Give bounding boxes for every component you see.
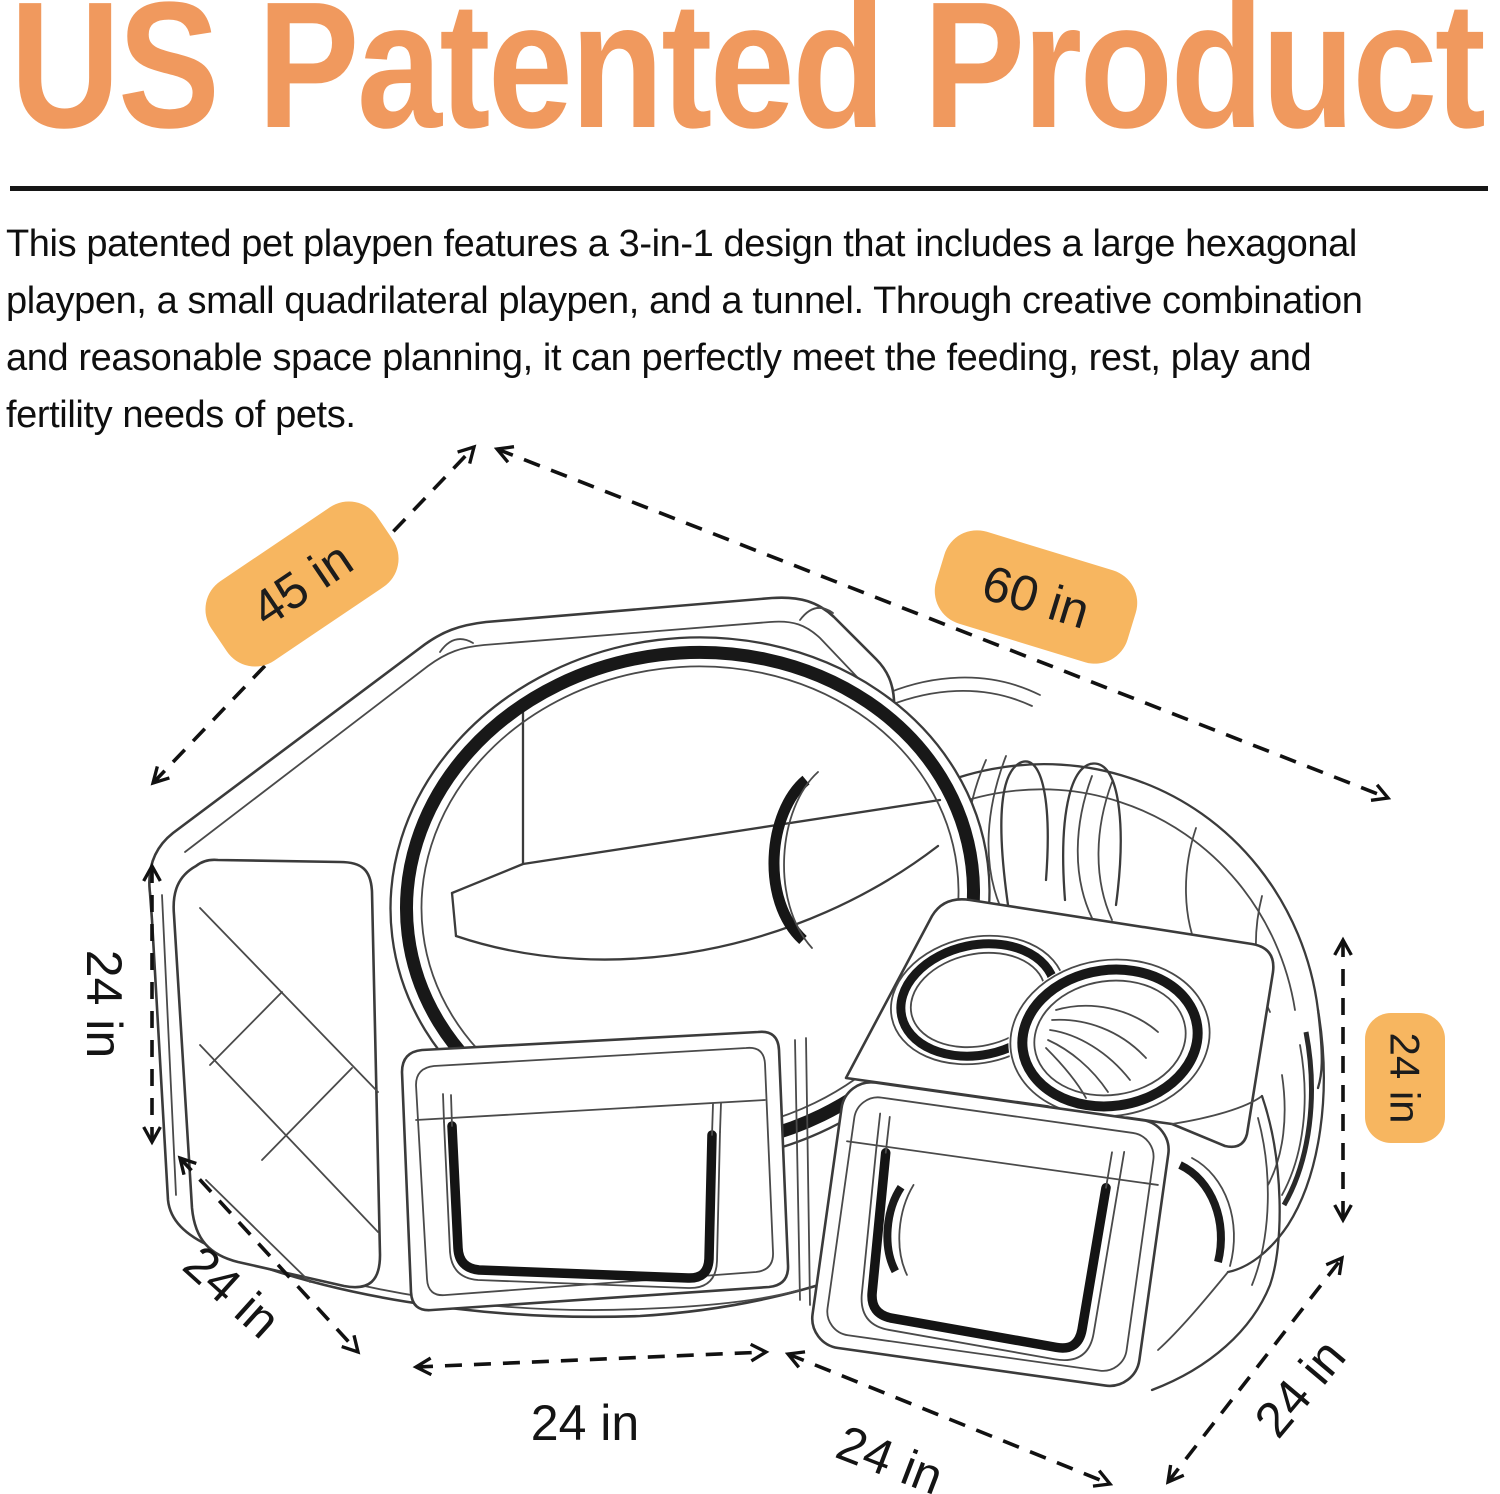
- description-line: This patented pet playpen features a 3-i…: [6, 223, 1357, 265]
- cube-top-opening-right: [1008, 957, 1212, 1119]
- dimension-arrow-overall-length: [497, 449, 1388, 798]
- dimension-label-cube-height: 24 in: [1382, 1032, 1429, 1123]
- tunnel-spiral-inside-opening: [1045, 1004, 1159, 1099]
- dimension-badge-60in: 60 in: [934, 530, 1138, 664]
- dimension-badge-cube-height: 24 in: [1365, 1013, 1445, 1143]
- dimension-label-cube-depth: 24 in: [1244, 1328, 1357, 1447]
- dimension-label-hex-height: 24 in: [76, 950, 132, 1058]
- dimension-arrow-hex-front: [416, 1352, 766, 1367]
- dimension-arrow-hex-side: [180, 1158, 358, 1352]
- dimension-label-cube-front: 24 in: [829, 1414, 950, 1494]
- product-description: This patented pet playpen features a 3-i…: [6, 216, 1363, 444]
- dimension-arrow-cube-depth: [1168, 1258, 1342, 1482]
- pen-joint-edge: [794, 1039, 801, 1301]
- hex-mesh-side-panel: [172, 858, 382, 1289]
- quadrilateral-playpen-drawing: [810, 898, 1281, 1392]
- description-line: fertility needs of pets.: [6, 394, 356, 436]
- description-line: and reasonable space planning, it can pe…: [6, 337, 1312, 379]
- svg-text:24 in: 24 in: [1244, 1328, 1357, 1447]
- svg-text:24 in: 24 in: [829, 1414, 950, 1494]
- svg-text:24 in: 24 in: [76, 950, 132, 1058]
- dimension-label-hex-front: 24 in: [531, 1395, 639, 1451]
- divider-line: [10, 186, 1488, 191]
- hex-front-door-panel: [400, 1030, 790, 1312]
- dimension-badge-45in: 45 in: [205, 501, 399, 667]
- description-line: playpen, a small quadrilateral playpen, …: [6, 280, 1363, 322]
- page-title: US Patented Product: [10, 0, 1486, 166]
- cube-front-door-panel: [810, 1081, 1170, 1388]
- pen-joint-edge: [805, 1037, 811, 1306]
